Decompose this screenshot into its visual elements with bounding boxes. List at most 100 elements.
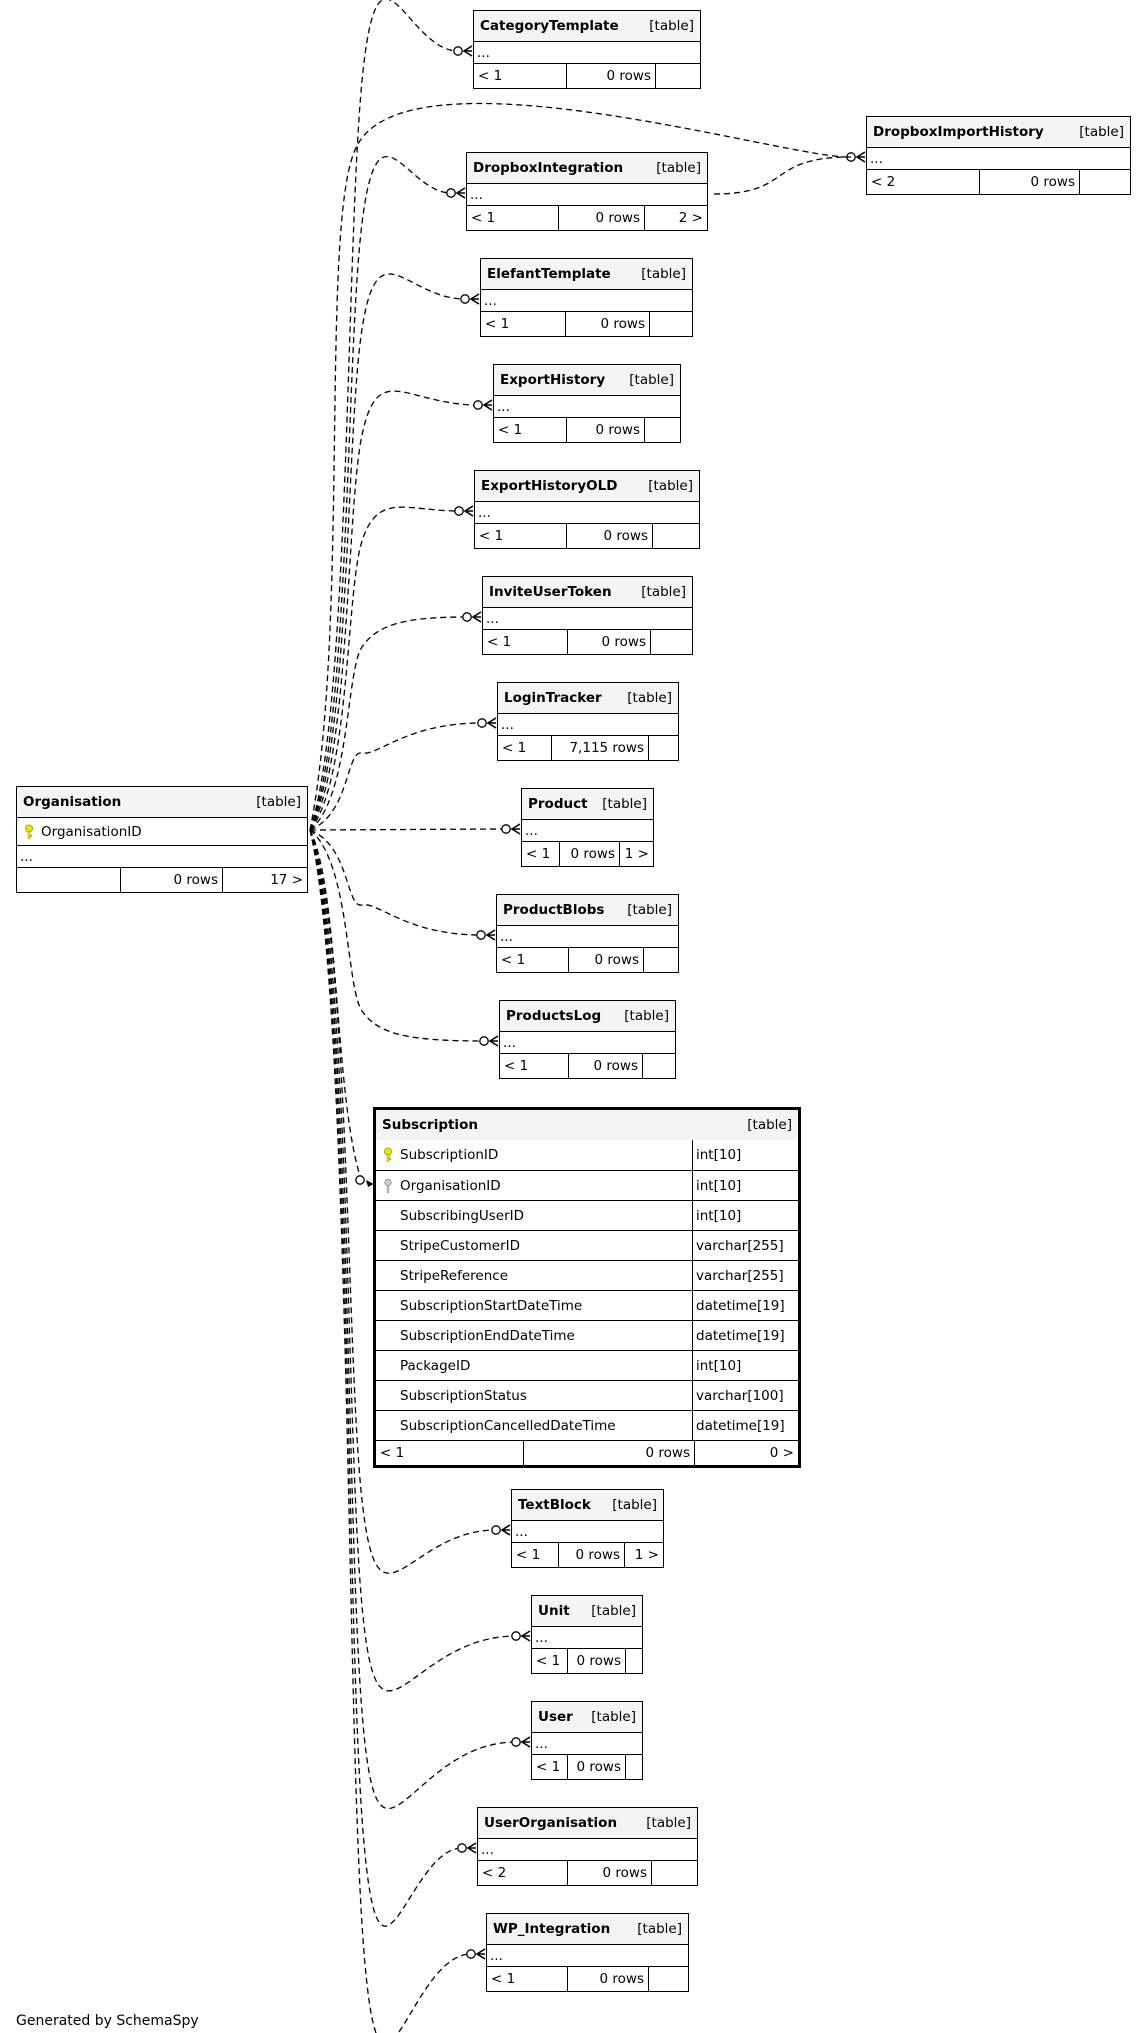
table-name[interactable]: ElefantTemplate (487, 266, 611, 282)
children-count[interactable]: 1 > (624, 1543, 663, 1567)
parents-count[interactable]: < 1 (478, 68, 503, 84)
column-name[interactable]: OrganisationID (400, 1177, 501, 1194)
children-count[interactable] (625, 1649, 642, 1673)
children-count[interactable] (643, 948, 678, 972)
parents-count[interactable]: < 1 (471, 210, 496, 226)
table-name[interactable]: CategoryTemplate (480, 18, 619, 34)
column-name[interactable]: SubscriptionStartDateTime (400, 1297, 583, 1314)
table-type: [table] (629, 372, 674, 388)
table-name[interactable]: Organisation (23, 794, 122, 810)
children-count[interactable]: 17 > (222, 868, 307, 892)
parents-count[interactable]: < 2 (482, 1865, 507, 1881)
column-name[interactable]: SubscriptionID (400, 1147, 499, 1163)
table-name[interactable]: DropboxImportHistory (873, 124, 1044, 140)
column-name[interactable]: SubscriptionEndDateTime (400, 1327, 575, 1344)
children-count[interactable] (648, 736, 678, 760)
table-name[interactable]: UserOrganisation (484, 1815, 618, 1831)
column-name[interactable]: StripeCustomerID (400, 1237, 520, 1254)
table-name[interactable]: ExportHistory (500, 372, 606, 388)
row-count: 0 rows (559, 842, 619, 866)
table-name[interactable]: TextBlock (518, 1497, 591, 1513)
parents-count[interactable]: < 1 (491, 1971, 516, 1987)
parents-count[interactable]: < 1 (504, 1058, 529, 1074)
parents-count[interactable]: < 1 (516, 1547, 541, 1563)
table-name[interactable]: ProductsLog (506, 1008, 602, 1024)
table-name[interactable]: User (538, 1709, 573, 1725)
table-name[interactable]: ProductBlobs (503, 902, 605, 918)
children-count[interactable] (655, 64, 700, 88)
children-count[interactable] (649, 312, 692, 336)
parents-count[interactable]: < 1 (536, 1759, 561, 1775)
parents-count[interactable]: < 1 (487, 634, 512, 650)
parents-count[interactable]: < 1 (501, 952, 526, 968)
pk-column-name[interactable]: OrganisationID (41, 823, 142, 840)
children-count[interactable] (625, 1755, 642, 1779)
table-name[interactable]: Product (528, 796, 588, 812)
parents-count[interactable]: < 2 (871, 174, 896, 190)
children-count[interactable] (1079, 170, 1130, 194)
children-count[interactable]: 0 > (694, 1441, 798, 1465)
parents-count[interactable]: < 1 (526, 846, 551, 862)
table-name[interactable]: Subscription (382, 1117, 478, 1133)
table-organisation[interactable]: Organisation[table] OrganisationID ... 0… (16, 786, 308, 893)
column-name[interactable]: SubscriptionCancelledDateTime (400, 1417, 616, 1434)
column-name[interactable]: SubscriptionStatus (400, 1387, 527, 1404)
row-count: 0 rows (567, 1755, 625, 1779)
parents-count[interactable]: < 1 (536, 1653, 561, 1669)
children-count[interactable] (650, 630, 692, 654)
relationship-line (309, 156, 452, 831)
column-name[interactable]: StripeReference (400, 1267, 509, 1284)
table-name[interactable]: WP_Integration (493, 1921, 611, 1937)
parents-count[interactable] (17, 868, 120, 892)
children-count[interactable] (644, 418, 680, 442)
children-count[interactable]: 1 > (619, 842, 653, 866)
children-count[interactable] (642, 1054, 675, 1078)
children-count[interactable] (648, 1967, 688, 1991)
table-name[interactable]: DropboxIntegration (473, 160, 624, 176)
column-name[interactable]: PackageID (400, 1357, 471, 1374)
table-name[interactable]: Unit (538, 1603, 570, 1619)
parents-count[interactable]: < 1 (479, 528, 504, 544)
zero-to-many-marker (477, 717, 497, 729)
table-name[interactable]: InviteUserToken (489, 584, 612, 600)
children-count[interactable]: 2 > (644, 206, 707, 230)
parents-count[interactable]: < 1 (380, 1445, 405, 1461)
columns-ellipsis: ... (535, 1629, 548, 1646)
table-name[interactable]: ExportHistoryOLD (481, 478, 618, 494)
children-count[interactable] (652, 524, 699, 548)
columns-ellipsis: ... (500, 928, 513, 945)
column-name[interactable]: SubscribingUserID (400, 1207, 525, 1224)
parents-count[interactable]: < 1 (485, 316, 510, 332)
parents-count[interactable]: < 1 (498, 422, 523, 438)
children-count[interactable] (651, 1861, 697, 1885)
parents-count[interactable]: < 1 (502, 740, 527, 756)
table-name[interactable]: LoginTracker (504, 690, 602, 706)
